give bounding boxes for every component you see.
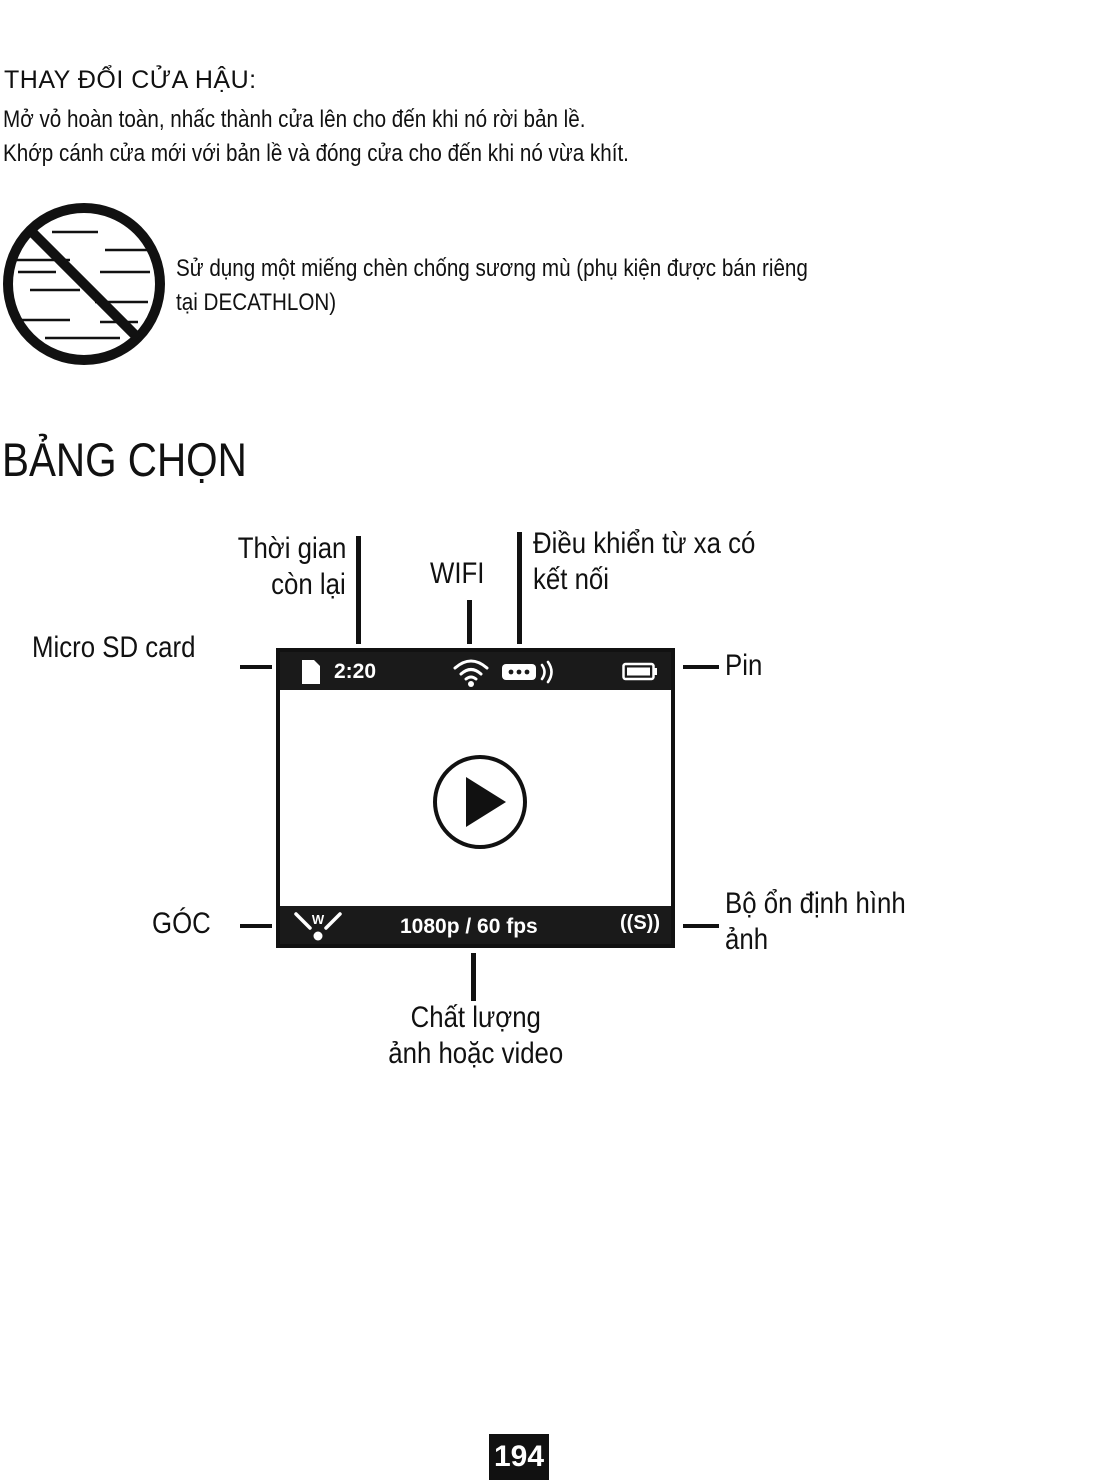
label-remote: Điều khiển từ xa có kết nối [533,527,756,596]
status-bar: 2:20 [280,652,671,690]
stabilizer-badge: ((S)) [620,912,660,934]
wide-angle-icon: W [294,912,342,941]
leader-battery [683,665,719,669]
info-bar: W 1080p / 60 fps ((S)) [280,906,671,944]
label-wifi: WIFI [430,557,485,590]
label-angle: GÓC [152,907,211,940]
section-title: THAY ĐỔI CỬA HẬU: [4,66,257,94]
leader-angle [240,924,272,928]
label-time-left: Thời gian còn lại [237,532,346,601]
no-fog-icon [3,203,165,365]
label-battery: Pin [725,649,763,682]
angle-badge: W [312,912,325,927]
label-quality: Chất lượng ảnh hoặc video [388,1001,564,1070]
leader-time [356,536,361,644]
camera-screen: 2:20 [276,648,675,948]
page-number: 194 [489,1434,549,1480]
battery-icon [622,662,657,681]
leader-wifi [467,600,472,644]
remote-icon [502,660,553,684]
leader-remote [517,532,522,644]
menu-heading: BẢNG CHỌN [2,433,247,486]
instruction-line-1: Mở vỏ hoàn toàn, nhấc thành cửa lên cho … [3,106,586,133]
wifi-icon [453,659,489,687]
leader-stabilizer [683,924,719,928]
leader-sd [240,665,272,669]
label-sd-card: Micro SD card [32,631,196,664]
instruction-line-2: Khớp cánh cửa mới với bản lề và đóng cửa… [3,140,629,167]
sd-card-icon [302,660,320,684]
label-stabilizer: Bộ ổn định hình ảnh [725,887,906,956]
play-icon[interactable] [430,752,530,852]
leader-quality [471,953,476,1001]
resolution-value: 1080p / 60 fps [400,915,538,938]
time-remaining: 2:20 [334,660,377,683]
antifog-note: Sử dụng một miếng chèn chống sương mù (p… [176,255,808,316]
